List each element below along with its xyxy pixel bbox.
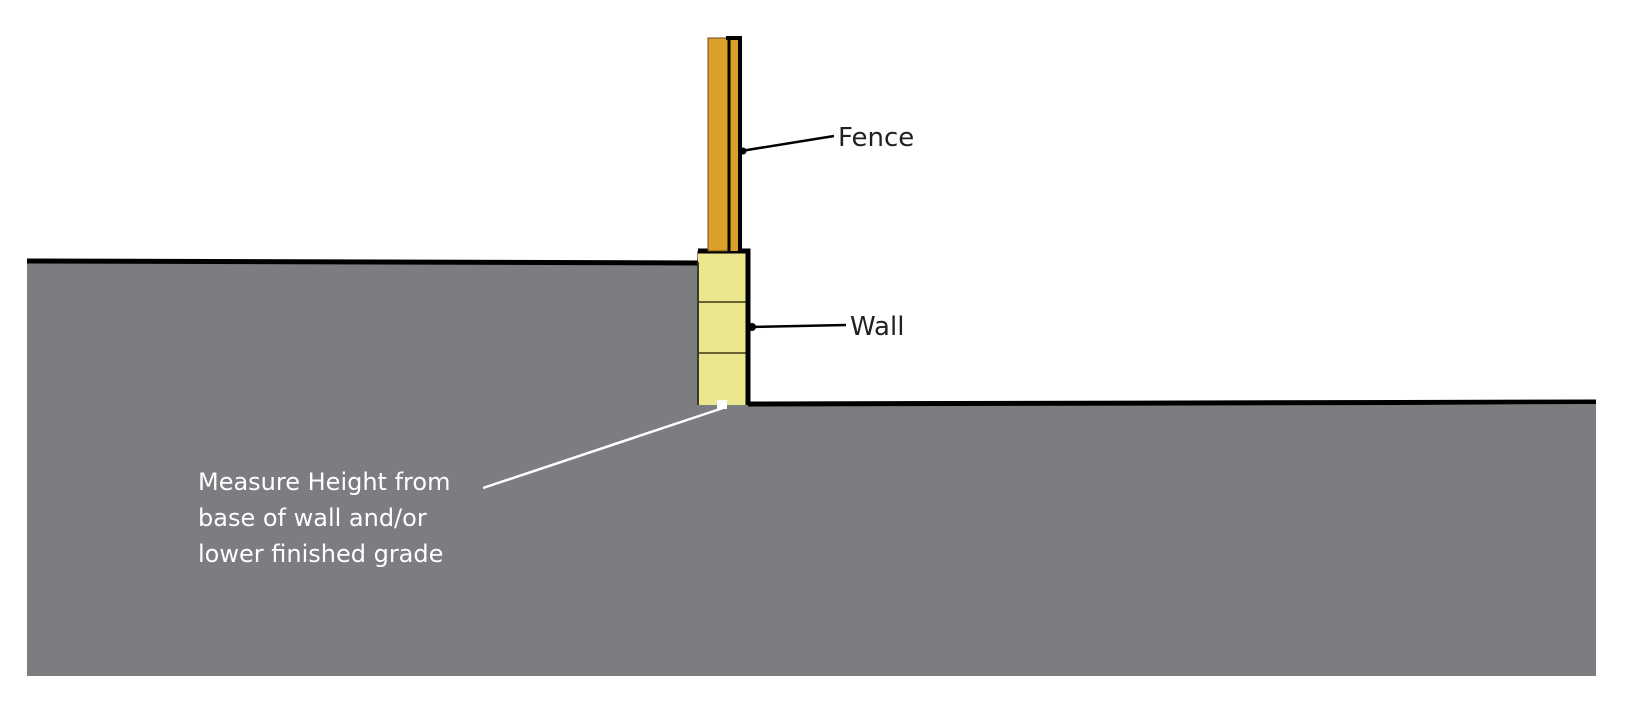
upper-grade-line bbox=[26, 251, 703, 266]
measure-leader-line bbox=[482, 405, 727, 490]
lower-grade-line bbox=[747, 399, 1597, 407]
measure-note-line: base of wall and/or bbox=[198, 504, 427, 532]
wall-body bbox=[698, 251, 748, 405]
wall-leader-dot bbox=[748, 323, 756, 331]
fence-outline bbox=[726, 36, 742, 251]
fence-callout: Fence bbox=[739, 123, 914, 155]
wall-label: Wall bbox=[850, 312, 904, 342]
fence-label: Fence bbox=[838, 123, 914, 153]
fence-rail bbox=[728, 38, 740, 251]
measure-note-line: Measure Height from bbox=[198, 468, 450, 496]
measure-point-marker bbox=[717, 400, 727, 409]
fence-board bbox=[707, 37, 729, 252]
wall-callout: Wall bbox=[748, 312, 904, 342]
measure-note-line: lower finished grade bbox=[198, 540, 443, 568]
measure-callout: Measure Height from base of wall and/or … bbox=[198, 400, 727, 568]
fence-leader-line bbox=[740, 134, 835, 153]
fence-leader-dot bbox=[739, 147, 747, 155]
wall-leader-line bbox=[749, 323, 847, 329]
retaining-wall bbox=[697, 248, 751, 405]
measure-note: Measure Height from base of wall and/or … bbox=[198, 468, 458, 568]
ground-section bbox=[27, 262, 1596, 676]
fence bbox=[707, 36, 742, 252]
